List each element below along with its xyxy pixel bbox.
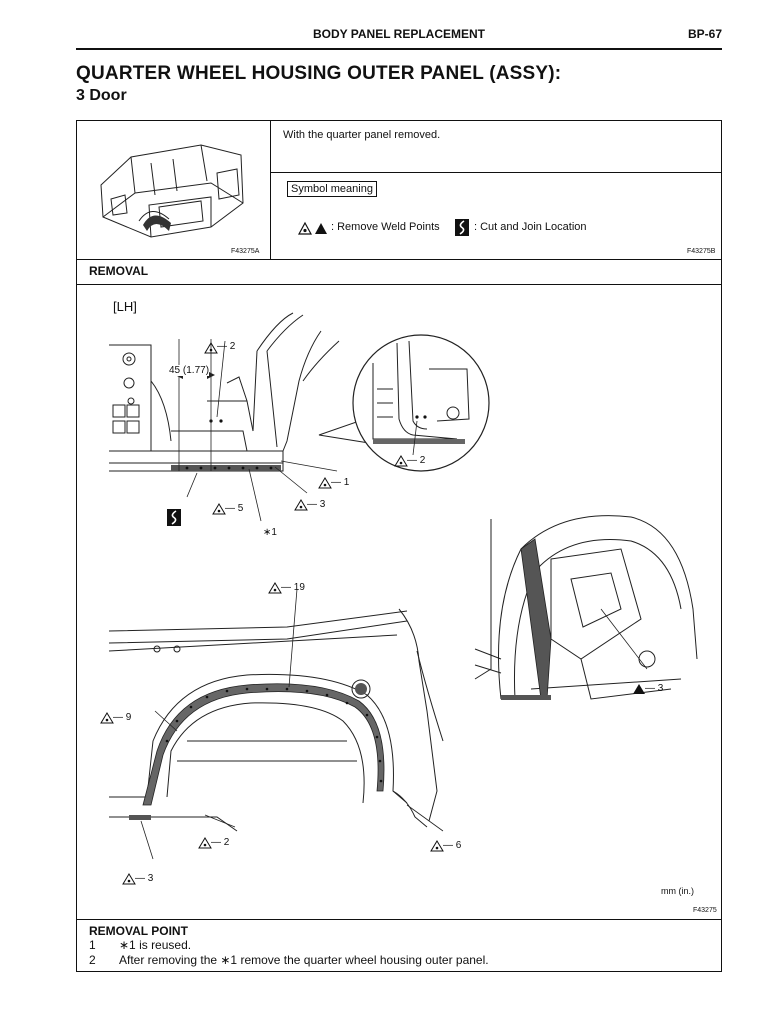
callout-top-1: — 1 xyxy=(331,477,350,488)
weld-callout-icon xyxy=(430,840,444,852)
removal-point-heading: REMOVAL POINT xyxy=(89,924,188,938)
removal-point-rule xyxy=(77,919,721,920)
side-label: [LH] xyxy=(113,299,137,314)
removal-heading-rule xyxy=(77,284,721,285)
vehicle-body-illustration xyxy=(100,144,244,238)
weld-callout-icon xyxy=(198,837,212,849)
weld-callout-icon xyxy=(100,712,114,724)
weld-detail-inset xyxy=(318,334,490,472)
image-code-right: F43275B xyxy=(687,248,716,255)
callout-wheel-3: — 3 xyxy=(135,873,154,884)
wheel-housing-illustration xyxy=(108,588,444,860)
procedure-frame: F43275A With the quarter panel removed. … xyxy=(76,120,722,972)
cut-join-icon xyxy=(455,219,469,236)
callout-top-3: — 3 xyxy=(307,499,326,510)
symbol-cut-text: : Cut and Join Location xyxy=(474,221,587,233)
section-title: BODY PANEL REPLACEMENT xyxy=(312,27,486,41)
weld-callout-icon xyxy=(318,477,332,489)
page-header: BODY PANEL REPLACEMENT BP-67 xyxy=(76,24,722,50)
figure-code: F43275 xyxy=(693,907,717,914)
weld-callout-icon xyxy=(294,499,308,511)
callout-right-3: — 3 xyxy=(645,683,664,694)
removal-point-num-2: 2 xyxy=(89,953,96,967)
inner-wheelhouse-illustration xyxy=(474,515,698,700)
removal-point-text-2: After removing the ∗1 remove the quarter… xyxy=(119,953,489,967)
callout-wheel-2: — 2 xyxy=(211,837,230,848)
symbol-weld-text: : Remove Weld Points xyxy=(331,221,440,233)
page-number: BP-67 xyxy=(687,27,722,41)
intro-row-divider xyxy=(270,172,722,173)
dimension-label: 45 (1.77) xyxy=(169,365,210,376)
symbol-meaning-label: Symbol meaning xyxy=(287,181,377,197)
callout-wheel-9: — 9 xyxy=(113,712,132,723)
removal-point-num-1: 1 xyxy=(89,938,96,952)
weld-callout-icon xyxy=(204,342,218,354)
weld-callout-icon xyxy=(268,582,282,594)
rocker-panel-illustration xyxy=(109,312,340,522)
weld-callout-icon xyxy=(122,873,136,885)
callout-wheel-6: — 6 xyxy=(443,840,462,851)
callout-top-2: — 2 xyxy=(217,341,236,352)
weld-callout-icon xyxy=(212,503,226,515)
page-subtitle: 3 Door xyxy=(76,87,127,104)
weld-callout-filled-icon xyxy=(633,684,645,694)
removal-point-text-1: ∗1 is reused. xyxy=(119,938,192,952)
removal-top-rule xyxy=(77,259,721,260)
callout-top-5: — 5 xyxy=(225,503,244,514)
callout-wheel-19: — 19 xyxy=(281,582,305,593)
cut-join-icon xyxy=(167,509,181,526)
intro-divider xyxy=(270,121,271,259)
weld-point-icon xyxy=(297,221,327,235)
page-title: QUARTER WHEEL HOUSING OUTER PANEL (ASSY)… xyxy=(76,63,562,84)
callout-inset-2: — 2 xyxy=(407,455,426,466)
weld-callout-icon xyxy=(394,455,408,467)
callout-star1: ∗1 xyxy=(263,527,277,538)
image-code-left: F43275A xyxy=(231,248,260,255)
removal-heading: REMOVAL xyxy=(89,264,149,278)
units-label: mm (in.) xyxy=(661,886,694,896)
condition-text: With the quarter panel removed. xyxy=(283,129,441,141)
